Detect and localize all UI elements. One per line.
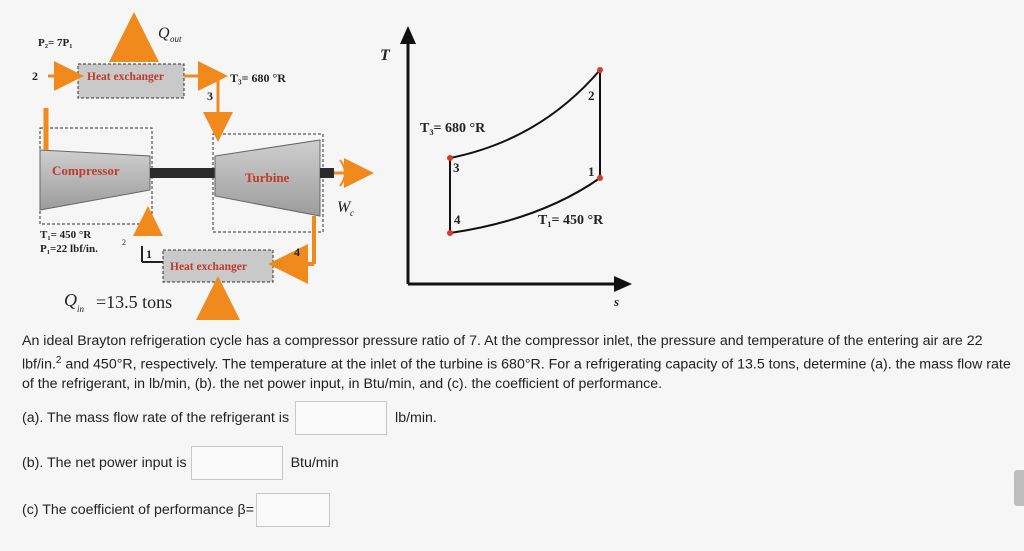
state-2-label: 2 [32,69,38,83]
t1-ts-label: T₁= 450 °R [538,213,604,228]
state-1-label: 1 [146,247,152,261]
heat-exchanger-top-label: Heat exchanger [87,71,164,83]
question-c-label: (c) The coefficient of performance β= [22,502,254,518]
t-axis-label: T [380,47,391,64]
q-in-subscript: in [77,304,85,314]
question-c-row: (c) The coefficient of performance β= [22,493,332,527]
work-subscript: c [350,208,354,218]
heat-exchanger-bottom-label: Heat exchanger [170,261,247,273]
p1-label: P₁=22 lbf/in. [40,243,98,255]
q-out-subscript: out [170,34,182,44]
turbine-label: Turbine [245,170,290,185]
heat-exchanger-top-box [77,63,185,99]
schematic: P₂= 7P₁ Q out 2 Heat exchanger T₃= 680 °… [32,12,374,320]
q-in-symbol: Q [64,290,77,310]
turbine-shape [214,139,321,217]
problem-text-1: An ideal Brayton refrigeration cycle has… [22,333,983,373]
question-b-row: (b). The net power input is Btu/min [22,446,339,480]
net-power-input[interactable] [190,446,283,480]
cycle-figure: P₂= 7P₁ Q out 2 Heat exchanger T₃= 680 °… [32,12,632,320]
mass-flow-rate-input[interactable] [295,401,388,435]
compressor-shape [39,149,151,211]
point-4-label: 4 [454,212,461,227]
p1-superscript: 2 [122,238,126,247]
ts-diagram: T s T₃= 680 °R T₁= 450 °R 2 3 1 4 [380,26,632,309]
question-a-unit: lb/min. [395,410,437,426]
problem-superscript: 2 [55,355,62,366]
point-1-label: 1 [588,164,595,179]
compressor-label: Compressor [52,163,120,178]
p2-label: P₂= 7P₁ [38,37,73,49]
question-a-row: (a). The mass flow rate of the refrigera… [22,401,437,435]
t3-ts-label: T₃= 680 °R [420,121,486,136]
t1-schematic-label: T₁= 450 °R [40,229,92,241]
q-in-value: =13.5 tons [96,292,172,312]
scroll-edge-tab[interactable] [1014,470,1024,506]
point-2-label: 2 [588,88,595,103]
problem-text-2: and 450°R, respectively. The temperature… [22,356,1011,392]
question-b-unit: Btu/min [290,455,339,471]
shaft [150,168,220,178]
t3-schematic-label: T₃= 680 °R [230,71,286,85]
cop-input[interactable] [256,493,330,527]
problem-statement: An ideal Brayton refrigeration cycle has… [22,332,1012,394]
question-a-label: (a). The mass flow rate of the refrigera… [22,410,290,426]
state-4-label: 4 [294,245,300,259]
state-3-label: 3 [207,89,213,103]
work-symbol: W [337,199,352,216]
s-axis-label: s [613,294,619,309]
question-b-label: (b). The net power input is [22,455,187,471]
q-out-symbol: Q [158,25,170,42]
point-3-label: 3 [453,160,460,175]
